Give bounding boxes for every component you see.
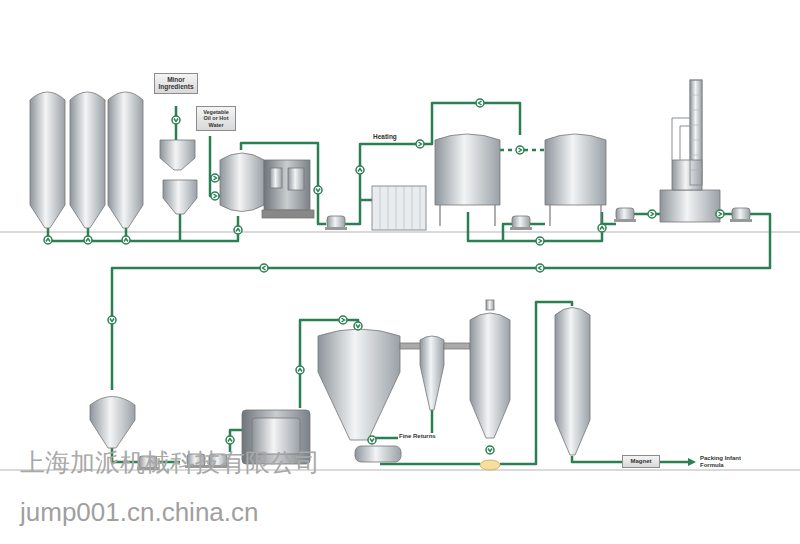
watermark: 上海加派机械科技有限公司 [20, 448, 320, 477]
box-text: Magnet [631, 458, 652, 465]
box-text: Minor Ingredients [157, 76, 195, 91]
product-label: Packing Infant Formula [700, 455, 760, 469]
magnet-box: Magnet [622, 455, 660, 468]
box-text: Vegetable Oil or Hot Water [199, 109, 233, 128]
watermark: jump001.cn.china.cn [20, 498, 258, 528]
ingredient-box: Minor Ingredients [154, 73, 198, 94]
flow-label: Heating [372, 133, 398, 140]
flow-label: Fine Returns [398, 433, 437, 440]
ingredient-box: Vegetable Oil or Hot Water [196, 106, 236, 131]
